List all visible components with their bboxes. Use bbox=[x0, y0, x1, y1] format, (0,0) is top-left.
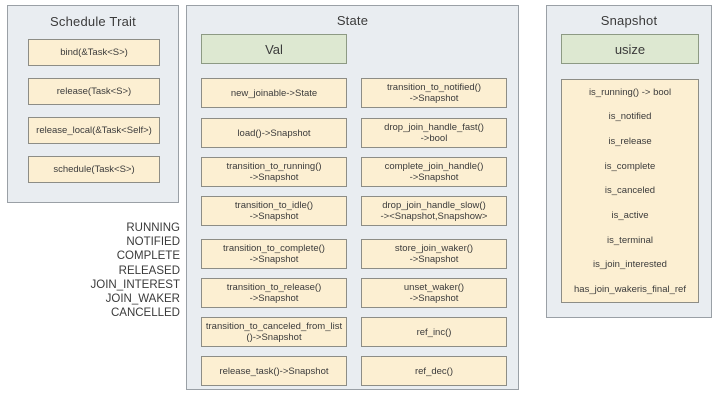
snapshot-predicate: is_terminal bbox=[607, 234, 653, 246]
state-constant: JOIN_INTEREST bbox=[90, 278, 180, 291]
state-title: State bbox=[336, 13, 369, 28]
state-method-store-join-waker: store_join_waker() ->Snapshot bbox=[361, 239, 507, 269]
schedule-trait-method-release-local: release_local(&Task<Self>) bbox=[28, 117, 160, 144]
state-method-unset-waker: unset_waker() ->Snapshot bbox=[361, 278, 507, 308]
snapshot-predicate-list: is_running() -> bool is_notified is_rele… bbox=[561, 79, 699, 303]
state-constant: RUNNING bbox=[126, 222, 180, 234]
state-method-transition-to-canceled-from-list: transition_to_canceled_from_list()->Snap… bbox=[201, 317, 347, 347]
state-method-transition-to-notified: transition_to_notified() ->Snapshot bbox=[361, 78, 507, 108]
state-method-transition-to-complete: transition_to_complete() ->Snapshot bbox=[201, 239, 347, 269]
snapshot-predicate: is_release bbox=[608, 136, 652, 148]
snapshot-predicate: is_complete bbox=[604, 160, 656, 172]
state-method-transition-to-release: transition_to_release() ->Snapshot bbox=[201, 278, 347, 308]
state-method-drop-join-handle-fast: drop_join_handle_fast() ->bool bbox=[361, 118, 507, 148]
state-method-transition-to-idle: transition_to_idle() ->Snapshot bbox=[201, 196, 347, 226]
state-constants-list: RUNNING NOTIFIED COMPLETE RELEASED JOIN_… bbox=[60, 221, 180, 320]
schedule-trait-method-bind: bind(&Task<S>) bbox=[28, 39, 160, 66]
state-type-box: Val bbox=[201, 34, 347, 64]
schedule-trait-method-schedule: schedule(Task<S>) bbox=[28, 156, 160, 183]
state-method-load: load()->Snapshot bbox=[201, 118, 347, 148]
state-method-release-task: release_task()->Snapshot bbox=[201, 356, 347, 386]
state-constant: CANCELLED bbox=[110, 307, 180, 320]
schedule-trait-method-release: release(Task<S>) bbox=[28, 78, 160, 105]
snapshot-predicate: is_canceled bbox=[604, 185, 656, 197]
state-method-ref-inc: ref_inc() bbox=[361, 317, 507, 347]
snapshot-predicate: is_running() -> bool bbox=[588, 86, 672, 98]
snapshot-type-box: usize bbox=[561, 34, 699, 64]
snapshot-predicate: is_join_interested bbox=[593, 259, 667, 271]
snapshot-panel: Snapshot usize is_running() -> bool is_n… bbox=[546, 5, 712, 318]
state-constant: RELEASED bbox=[118, 264, 180, 277]
schedule-trait-title: Schedule Trait bbox=[50, 14, 136, 29]
state-constant: NOTIFIED bbox=[126, 236, 180, 249]
state-constant: COMPLETE bbox=[116, 250, 180, 263]
state-method-transition-to-running: transition_to_running() ->Snapshot bbox=[201, 157, 347, 187]
state-panel: State Val new_joinable->State load()->Sn… bbox=[186, 5, 519, 390]
state-method-new-joinable: new_joinable->State bbox=[201, 78, 347, 108]
snapshot-predicate: is_active bbox=[611, 210, 649, 222]
schedule-trait-panel: Schedule Trait bind(&Task<S>) release(Ta… bbox=[7, 5, 179, 203]
state-method-drop-join-handle-slow: drop_join_handle_slow() -><Snapshot,Snap… bbox=[361, 196, 507, 226]
snapshot-title: Snapshot bbox=[600, 13, 658, 28]
snapshot-predicate: has_join_wakeris_final_ref bbox=[574, 284, 686, 296]
state-method-complete-join-handle: complete_join_handle() ->Snapshot bbox=[361, 157, 507, 187]
state-method-ref-dec: ref_dec() bbox=[361, 356, 507, 386]
state-constant: JOIN_WAKER bbox=[105, 293, 180, 306]
snapshot-predicate: is_notified bbox=[608, 111, 652, 123]
